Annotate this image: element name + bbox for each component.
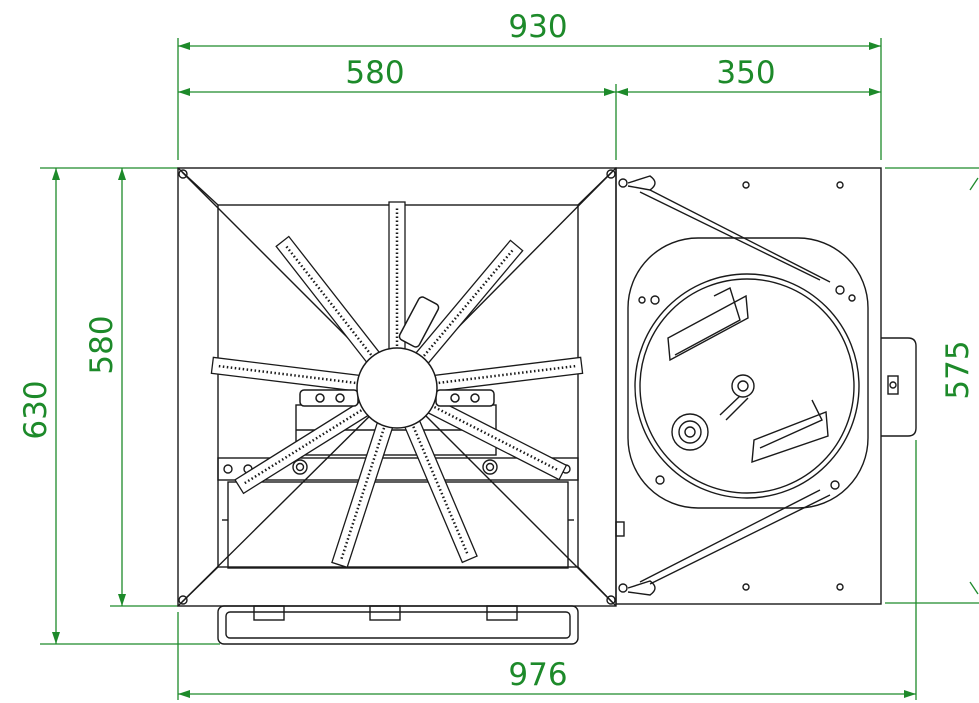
dimension-lines xyxy=(40,38,979,700)
tank-frame xyxy=(615,167,882,605)
dim-label-976: 976 xyxy=(508,657,567,693)
tank-right-view xyxy=(615,167,917,605)
dim-label-630: 630 xyxy=(18,380,54,439)
rotor-hub xyxy=(299,296,495,429)
dim-label-575: 575 xyxy=(940,340,976,399)
dim-label-580-top: 580 xyxy=(345,55,404,91)
dim-label-350: 350 xyxy=(716,55,775,91)
dim-label-930: 930 xyxy=(508,9,567,45)
dim-line-575-top xyxy=(969,177,979,191)
dim-label-580-left: 580 xyxy=(84,315,120,374)
rotor-blades xyxy=(210,201,584,569)
dim-line-575-bottom xyxy=(969,581,979,595)
